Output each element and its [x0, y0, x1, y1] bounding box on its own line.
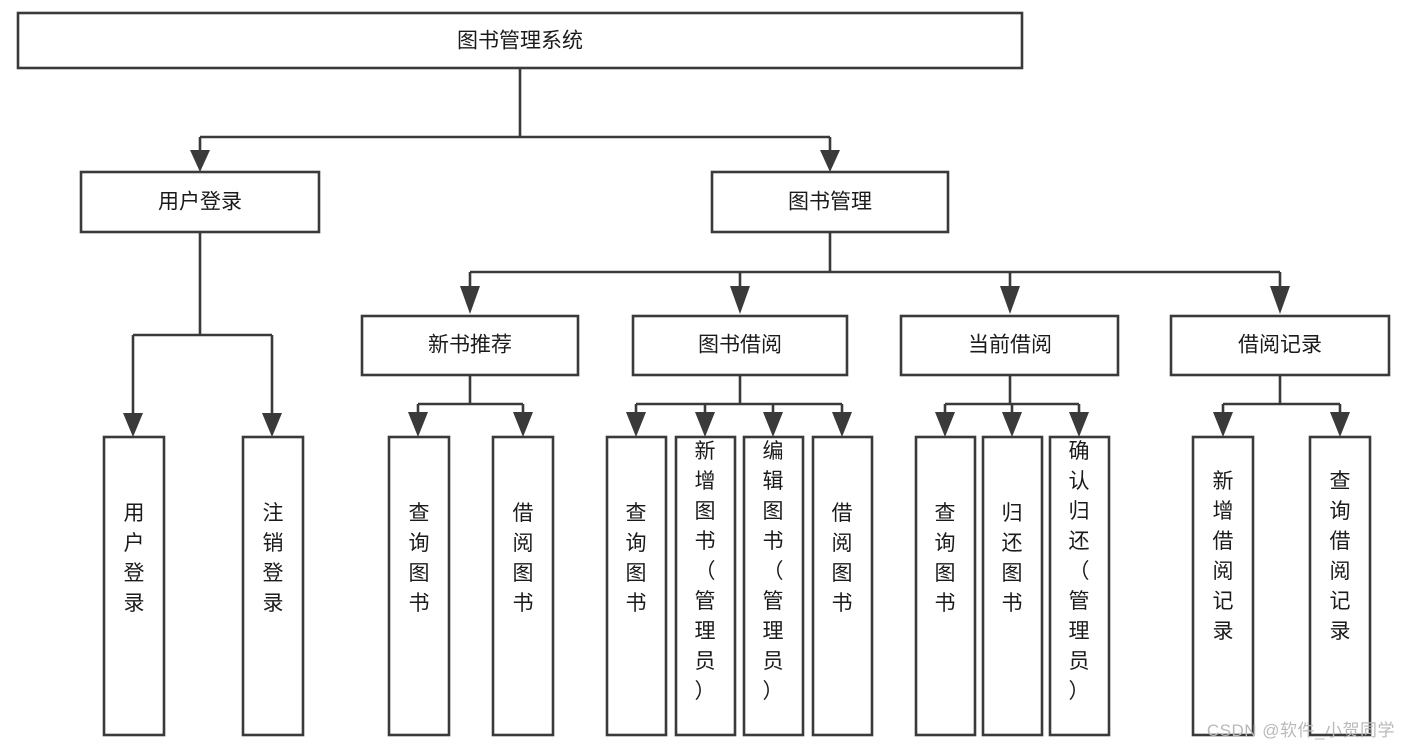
arrowhead-leaf-query-book-1 [408, 412, 428, 437]
leaf-add-book-admin-label: 新增图书（管理员） [695, 440, 716, 703]
leaf-add-borrow-record-box [1191, 435, 1255, 737]
leaf-logout-label: 注销登录 [263, 502, 284, 615]
leaf-confirm-return-admin[interactable]: 确认归还（管理员） [1048, 435, 1111, 737]
leaf-edit-book-admin-box [742, 435, 805, 737]
node-book-borrow-box [631, 314, 849, 377]
node-book-borrow[interactable]: 图书借阅 [631, 314, 849, 377]
node-new-book-recommend[interactable]: 新书推荐 [360, 314, 580, 377]
connectors-group [123, 68, 1350, 437]
arrowhead-leaf-query-book-3 [935, 412, 955, 437]
leaf-confirm-return-admin-box [1048, 435, 1111, 737]
node-root-book-management-system[interactable]: 图书管理系统 [16, 11, 1024, 70]
arrowhead-leaf-return-book [1002, 412, 1022, 437]
leaf-query-book-rec-label: 查询图书 [409, 502, 430, 615]
leaf-query-book-current-label: 查询图书 [935, 502, 956, 615]
leaf-query-book-borrow[interactable]: 查询图书 [605, 435, 668, 737]
leaf-return-book[interactable]: 归还图书 [981, 435, 1044, 737]
leaf-query-book-current[interactable]: 查询图书 [914, 435, 977, 737]
arrowhead-leaf-query-record [1330, 412, 1350, 437]
leaf-borrow-book-label: 借阅图书 [832, 502, 853, 615]
leaf-user-login-label: 用户登录 [124, 502, 145, 615]
node-root-box [16, 11, 1024, 70]
node-current-borrow[interactable]: 当前借阅 [899, 314, 1120, 377]
leaf-query-book-borrow-box [605, 435, 668, 737]
arrowhead-book-mgmt [820, 150, 840, 172]
leaf-logout-box [241, 435, 305, 737]
arrowhead-leaf-logout [262, 413, 282, 437]
node-new-book-recommend-box [360, 314, 580, 377]
leaf-return-book-box [981, 435, 1044, 737]
node-current-borrow-label: 当前借阅 [968, 334, 1052, 357]
node-root-label: 图书管理系统 [457, 30, 583, 53]
arrowhead-borrow-record [1270, 286, 1290, 314]
leaf-user-login-box [102, 435, 166, 737]
leaf-add-book-admin-box [674, 435, 737, 737]
leaf-add-borrow-record[interactable]: 新增借阅记录 [1191, 435, 1255, 737]
leaf-confirm-return-admin-label: 确认归还（管理员） [1069, 440, 1090, 703]
arrowhead-book-borrow [730, 286, 750, 314]
arrowhead-leaf-borrow-book-1 [513, 412, 533, 437]
leaf-add-book-admin[interactable]: 新增图书（管理员） [674, 435, 737, 737]
arrowhead-leaf-add-record [1213, 412, 1233, 437]
arrowhead-leaf-add-book [695, 412, 715, 437]
arrowhead-leaf-confirm-return [1069, 412, 1089, 437]
leaf-edit-book-admin-label: 编辑图书（管理员） [763, 440, 784, 703]
node-borrow-record[interactable]: 借阅记录 [1169, 314, 1391, 377]
arrowhead-leaf-user-login [123, 413, 143, 437]
leaf-borrow-book[interactable]: 借阅图书 [811, 435, 874, 737]
leaf-query-borrow-record-box [1308, 435, 1372, 737]
node-new-book-recommend-label: 新书推荐 [428, 334, 512, 357]
leaf-logout[interactable]: 注销登录 [241, 435, 305, 737]
leaf-borrow-book-rec-label: 借阅图书 [513, 502, 534, 615]
arrowhead-current-borrow [1000, 286, 1020, 314]
leaf-user-login[interactable]: 用户登录 [102, 435, 166, 737]
arrowhead-leaf-borrow-book-2 [832, 412, 852, 437]
node-current-borrow-box [899, 314, 1120, 377]
node-book-management-box [710, 170, 950, 234]
node-user-login-label: 用户登录 [158, 191, 242, 214]
node-borrow-record-box [1169, 314, 1391, 377]
arrowhead-leaf-edit-book [763, 412, 783, 437]
node-book-management-label: 图书管理 [788, 191, 872, 214]
node-user-login-box [79, 170, 321, 234]
arrowhead-user-login [190, 150, 210, 172]
arrowhead-leaf-query-book-2 [626, 412, 646, 437]
leaf-return-book-label: 归还图书 [1002, 502, 1023, 615]
leaf-edit-book-admin[interactable]: 编辑图书（管理员） [742, 435, 805, 737]
leaf-query-borrow-record-label: 查询借阅记录 [1330, 470, 1351, 643]
leaf-borrow-book-box [811, 435, 874, 737]
csdn-watermark: CSDN @软件_小贺同学 [1206, 721, 1395, 740]
leaf-query-book-rec[interactable]: 查询图书 [387, 435, 451, 737]
node-book-management[interactable]: 图书管理 [710, 170, 950, 234]
leaf-query-book-borrow-label: 查询图书 [626, 502, 647, 615]
leaf-query-book-rec-box [387, 435, 451, 737]
leaf-borrow-book-rec-box [491, 435, 555, 737]
node-book-borrow-label: 图书借阅 [698, 334, 782, 357]
node-user-login[interactable]: 用户登录 [79, 170, 321, 234]
node-borrow-record-label: 借阅记录 [1238, 334, 1322, 357]
arrowhead-new-book-rec [460, 286, 480, 314]
leaf-add-borrow-record-label: 新增借阅记录 [1213, 470, 1234, 643]
leaf-query-borrow-record[interactable]: 查询借阅记录 [1308, 435, 1372, 737]
leaf-query-book-current-box [914, 435, 977, 737]
leaf-borrow-book-rec[interactable]: 借阅图书 [491, 435, 555, 737]
